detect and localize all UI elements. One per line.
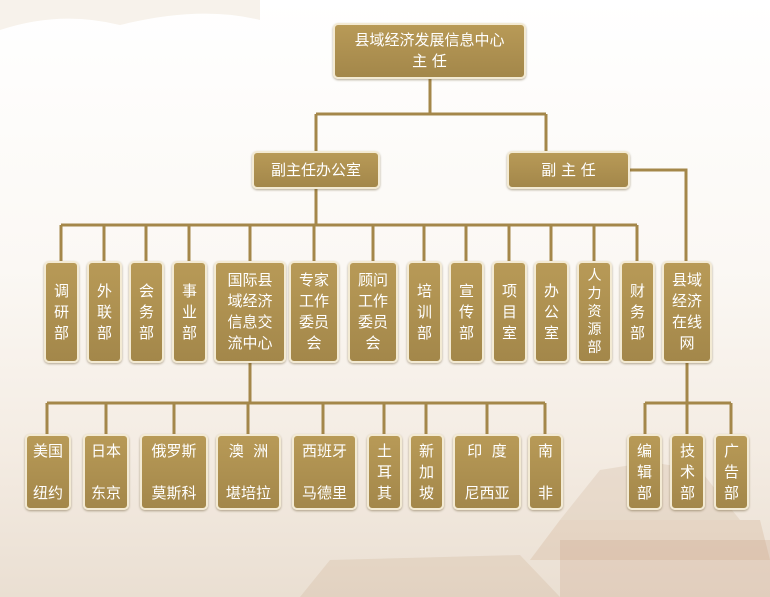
deputy-label: 副 主 任	[541, 160, 596, 179]
center-director-box[interactable]: 县域经济发展信息中心 主 任	[333, 23, 526, 79]
office-label: 南 非	[537, 441, 553, 502]
dept-label: 财 务 部	[629, 281, 645, 342]
web-dept-label: 编 辑 部	[636, 441, 652, 502]
dept-external-liaison[interactable]: 外 联 部	[87, 261, 122, 363]
dept-expert-committee[interactable]: 专家 工作 委员 会	[289, 261, 339, 363]
web-dept-technical[interactable]: 技 术 部	[670, 434, 705, 510]
dept-label: 专家 工作 委员 会	[298, 271, 329, 352]
office-south-africa[interactable]: 南 非	[528, 434, 563, 510]
office-turkey[interactable]: 土 耳 其	[367, 434, 402, 510]
office-label: 西班牙 马德里	[301, 441, 347, 502]
dept-label: 宣 传 部	[458, 281, 474, 342]
office-singapore[interactable]: 新 加 坡	[409, 434, 444, 510]
dept-label: 国际县 域经济 信息交 流中心	[227, 271, 273, 352]
web-dept-label: 广 告 部	[723, 441, 739, 502]
dept-advisory-committee[interactable]: 顾问 工作 委员 会	[348, 261, 398, 363]
office-label: 日本 东京	[90, 441, 121, 502]
center-name: 县域经济发展信息中心	[354, 31, 505, 49]
dept-label: 外 联 部	[96, 281, 112, 342]
office-japan-tokyo[interactable]: 日本 东京	[83, 434, 129, 510]
office-label: 美国 纽约	[32, 441, 63, 502]
dept-label: 人 力 资 源 部	[587, 268, 602, 356]
office-russia-moscow[interactable]: 俄罗斯 莫斯科	[140, 434, 208, 510]
dept-label: 培 训 部	[416, 281, 432, 342]
dept-business[interactable]: 事 业 部	[172, 261, 207, 363]
office-label: 俄罗斯 莫斯科	[151, 441, 197, 502]
director-title: 主 任	[412, 52, 447, 70]
dept-county-economy-online[interactable]: 县域 经济 在线 网	[662, 261, 712, 363]
dept-research[interactable]: 调 研 部	[44, 261, 79, 363]
dept-project-office[interactable]: 项 目 室	[492, 261, 527, 363]
deputy-director-box[interactable]: 副 主 任	[507, 151, 630, 189]
web-dept-advertising[interactable]: 广 告 部	[714, 434, 749, 510]
dept-label: 事 业 部	[181, 281, 197, 342]
web-dept-editorial[interactable]: 编 辑 部	[627, 434, 662, 510]
office-label: 澳 洲 堪培拉	[225, 441, 271, 502]
dept-conference-affairs[interactable]: 会 务 部	[129, 261, 164, 363]
dept-publicity[interactable]: 宣 传 部	[449, 261, 484, 363]
deputy-director-office-box[interactable]: 副主任办公室	[252, 151, 380, 189]
dept-human-resources[interactable]: 人 力 资 源 部	[577, 261, 612, 363]
dept-label: 顾问 工作 委员 会	[357, 271, 388, 352]
office-spain-madrid[interactable]: 西班牙 马德里	[292, 434, 357, 510]
office-usa-new-york[interactable]: 美国 纽约	[25, 434, 71, 510]
dept-label: 办 公 室	[543, 281, 559, 342]
dept-finance[interactable]: 财 务 部	[620, 261, 655, 363]
deputy-office-label: 副主任办公室	[270, 160, 361, 179]
office-label: 印 度 尼西亚	[464, 441, 510, 502]
office-australia-canberra[interactable]: 澳 洲 堪培拉	[216, 434, 281, 510]
dept-label: 项 目 室	[501, 281, 517, 342]
dept-general-office[interactable]: 办 公 室	[534, 261, 569, 363]
office-indonesia[interactable]: 印 度 尼西亚	[453, 434, 521, 510]
office-label: 土 耳 其	[376, 441, 392, 502]
office-label: 新 加 坡	[418, 441, 434, 502]
dept-label: 县域 经济 在线 网	[671, 271, 702, 352]
dept-training[interactable]: 培 训 部	[407, 261, 442, 363]
dept-label: 调 研 部	[53, 281, 69, 342]
dept-international-exchange-center[interactable]: 国际县 域经济 信息交 流中心	[214, 261, 286, 363]
dept-label: 会 务 部	[138, 281, 154, 342]
web-dept-label: 技 术 部	[679, 441, 695, 502]
